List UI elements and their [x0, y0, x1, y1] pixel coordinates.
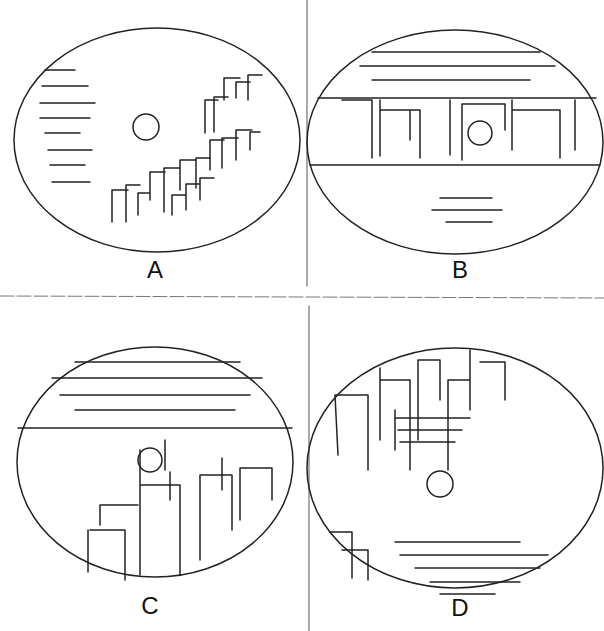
field-outline: [14, 28, 300, 252]
divider-line: [0, 296, 604, 298]
cell-nucleus: [427, 471, 453, 497]
panel-letter: C: [141, 594, 158, 618]
field-lines: [310, 52, 600, 222]
cell-walls: [88, 440, 272, 580]
panel-letter: D: [451, 596, 468, 620]
field-outline: [307, 30, 603, 254]
panel-letter: B: [452, 258, 468, 282]
cell-nucleus: [468, 121, 492, 145]
cell-walls: [112, 75, 262, 222]
divider-line: [309, 306, 310, 631]
field-outline: [307, 348, 603, 588]
field-lines: [395, 418, 548, 594]
panel-letter: A: [147, 258, 163, 282]
cell-walls: [330, 350, 505, 580]
field-outline: [17, 347, 293, 577]
field-lines: [40, 70, 95, 182]
cell-nucleus: [138, 448, 162, 472]
field-lines: [18, 362, 292, 428]
cell-walls: [342, 100, 575, 160]
cell-nucleus: [133, 114, 159, 140]
